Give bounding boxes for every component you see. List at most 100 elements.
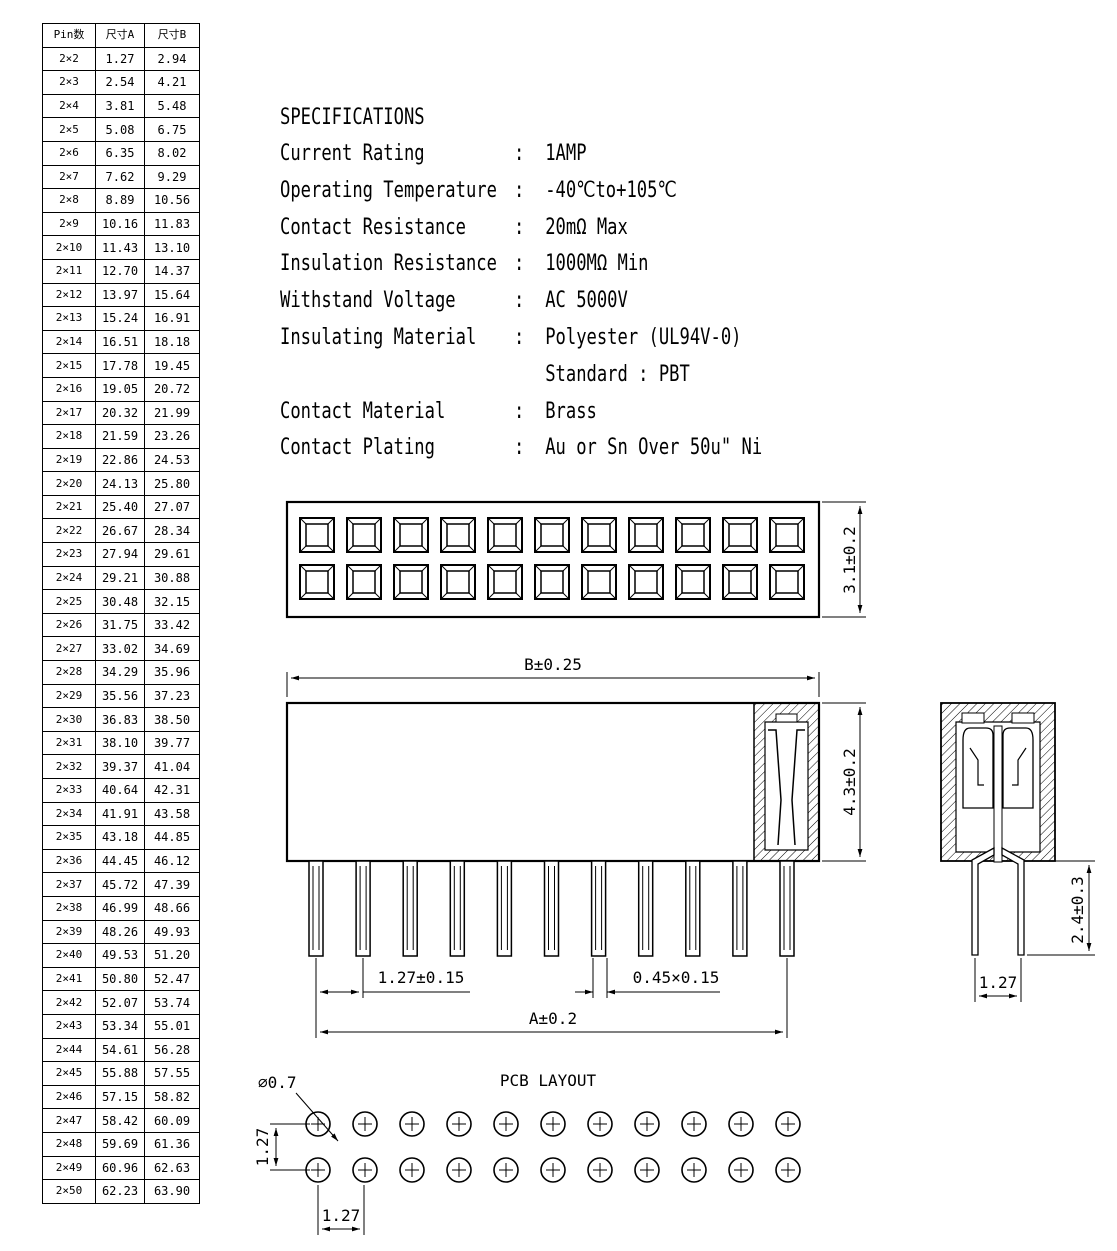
spec-row: Standard : PBT xyxy=(280,357,762,394)
size-b-cell: 15.64 xyxy=(144,282,200,308)
spec-row: Current Rating:1AMP xyxy=(280,136,762,173)
size-a-cell: 33.02 xyxy=(95,636,145,662)
size-a-cell: 52.07 xyxy=(95,990,145,1015)
socket-cell xyxy=(299,517,335,553)
pin-count-cell: 2×35 xyxy=(42,825,96,850)
socket-cell xyxy=(769,564,805,600)
size-b-cell: 14.37 xyxy=(144,258,200,284)
body-height-dimension: 4.3±0.2 xyxy=(840,748,859,815)
pcb-hole xyxy=(540,1157,566,1183)
pcb-hole xyxy=(540,1111,566,1137)
spec-separator: : xyxy=(514,324,525,350)
pcb-layout: PCB LAYOUT ∅0.7 1.27 1.27 xyxy=(253,1071,801,1235)
spec-row: Contact Plating:Au or Sn Over 50u" Ni xyxy=(280,430,762,467)
pin-pitch-dimension: 1.27±0.15 xyxy=(378,968,465,987)
spec-separator: : xyxy=(514,177,525,203)
header-pin xyxy=(779,860,795,957)
header-pin xyxy=(732,860,748,957)
size-a-cell: 11.43 xyxy=(95,235,145,260)
spec-separator: : xyxy=(514,251,525,277)
size-a-cell: 3.81 xyxy=(95,93,145,119)
pcb-hole xyxy=(446,1157,472,1183)
spec-label: Insulation Resistance xyxy=(280,251,497,277)
size-b-cell: 30.88 xyxy=(144,565,200,591)
pcb-hole xyxy=(352,1157,378,1183)
pin-count-cell: 2×17 xyxy=(42,400,96,426)
size-b-cell: 46.12 xyxy=(144,848,200,874)
size-a-cell: 31.75 xyxy=(95,612,145,638)
pcb-hole xyxy=(775,1157,801,1183)
pcb-hole xyxy=(352,1111,378,1137)
size-a-cell: 53.34 xyxy=(95,1013,145,1039)
pin-count-cell: 2×18 xyxy=(42,424,96,449)
spec-separator: : xyxy=(514,141,525,166)
size-a-cell: 15.24 xyxy=(95,306,145,331)
header-pin xyxy=(543,860,560,957)
pcb-hole xyxy=(446,1111,472,1137)
front-view-body xyxy=(285,701,821,863)
spec-row: Withstand Voltage:AC 5000V xyxy=(280,283,762,320)
size-b-cell: 42.31 xyxy=(144,778,200,803)
size-a-cell: 40.64 xyxy=(95,778,145,803)
size-b-cell: 56.28 xyxy=(144,1037,200,1063)
pcb-hole xyxy=(587,1111,613,1137)
size-b-cell: 9.29 xyxy=(144,164,200,190)
side-pitch-dimension: 1.27 xyxy=(979,973,1018,992)
pin-count-cell: 2×9 xyxy=(42,211,96,237)
pin-count-cell: 2×48 xyxy=(42,1131,96,1157)
size-b-cell: 11.83 xyxy=(144,211,200,237)
socket-cell xyxy=(487,564,523,600)
socket-cell xyxy=(581,517,617,553)
size-b-cell: 52.47 xyxy=(144,966,200,992)
size-b-cell: 57.55 xyxy=(144,1061,200,1086)
size-b-cell: 58.82 xyxy=(144,1084,200,1110)
header-pin xyxy=(355,860,371,957)
table-header-row: Pin数 尺寸A 尺寸B xyxy=(42,23,200,48)
pcb-hole xyxy=(493,1157,519,1183)
pin-count-cell: 2×50 xyxy=(42,1179,96,1204)
size-b-cell: 29.61 xyxy=(144,542,200,567)
size-a-cell: 17.78 xyxy=(95,353,145,378)
socket-cell xyxy=(487,517,523,553)
size-a-cell: 58.42 xyxy=(95,1108,145,1133)
spec-label: Contact Plating xyxy=(280,435,435,461)
size-a-cell: 49.53 xyxy=(95,943,145,968)
pin-count-cell: 2×47 xyxy=(42,1108,96,1133)
hole-diameter-label: ∅0.7 xyxy=(258,1073,297,1092)
socket-cell xyxy=(534,517,570,553)
size-a-cell: 29.21 xyxy=(95,565,145,591)
socket-cell xyxy=(722,564,758,600)
socket-cell xyxy=(722,517,758,553)
size-b-cell: 37.23 xyxy=(144,683,200,709)
pin-count-cell: 2×4 xyxy=(42,93,96,119)
spec-value: Au or Sn Over 50u" Ni xyxy=(545,435,763,461)
header-pin xyxy=(449,860,466,957)
socket-cell xyxy=(393,564,429,600)
size-a-cell: 59.69 xyxy=(95,1131,145,1157)
size-b-cell: 44.85 xyxy=(144,825,200,850)
pcb-hole xyxy=(399,1111,425,1137)
size-b-cell: 25.80 xyxy=(144,471,200,496)
size-a-cell: 26.67 xyxy=(95,518,145,544)
size-a-cell: 7.62 xyxy=(95,164,145,190)
side-view: 2.4±0.3 1.27 xyxy=(940,702,1095,1002)
pcb-hole xyxy=(728,1111,754,1137)
socket-cell xyxy=(675,564,711,600)
socket-cell xyxy=(769,517,805,553)
spec-label: Contact Material xyxy=(280,398,446,424)
top-view-outline xyxy=(285,500,821,619)
size-a-cell: 45.72 xyxy=(95,872,145,897)
spec-value: 1000MΩ Min xyxy=(545,251,649,277)
